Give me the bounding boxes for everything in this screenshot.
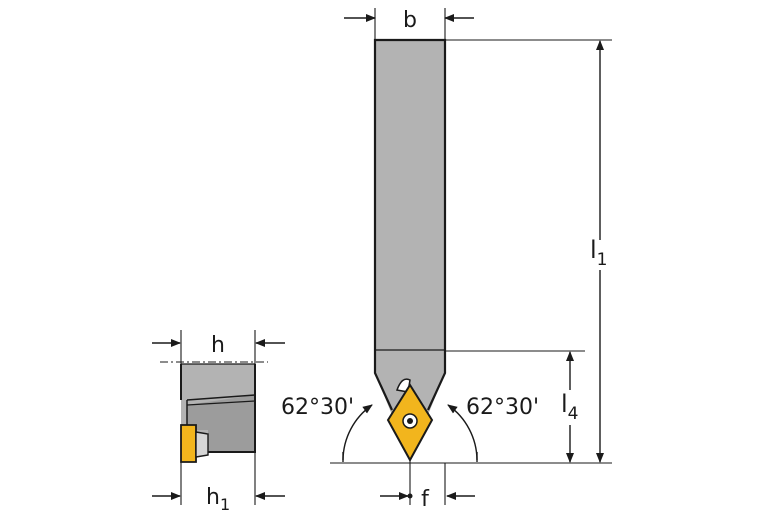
angle-left: 62°30' xyxy=(281,395,373,462)
dimension-h1: h1 xyxy=(152,452,285,514)
dimension-l4: l4 xyxy=(445,350,585,463)
label-b: b xyxy=(403,8,417,33)
angle-right: 62°30' xyxy=(447,395,539,462)
dimension-f: f xyxy=(380,460,475,512)
label-l1: l1 xyxy=(590,236,608,270)
dimension-h: h xyxy=(152,330,285,364)
dimension-l1: l1 xyxy=(330,39,612,464)
end-view-insert xyxy=(180,424,197,463)
label-h1: h1 xyxy=(206,485,230,514)
dimension-b: b xyxy=(344,8,474,40)
label-angle-left: 62°30' xyxy=(281,395,354,420)
label-f: f xyxy=(421,487,430,512)
label-h: h xyxy=(211,333,225,358)
label-angle-right: 62°30' xyxy=(466,395,539,420)
label-l4: l4 xyxy=(561,390,579,424)
end-view xyxy=(180,363,256,463)
